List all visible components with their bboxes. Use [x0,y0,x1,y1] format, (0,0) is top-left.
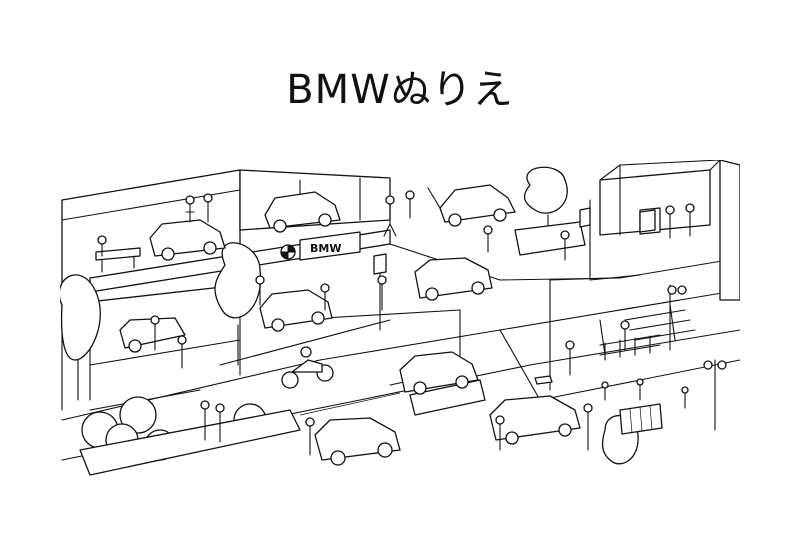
person [203,193,213,223]
tree-center [214,242,262,366]
car-showroom-upper [264,191,341,233]
car-showroom-floor [259,289,333,332]
person [560,230,570,261]
bmw-sign-text: BMW [310,242,341,255]
page-title: BMWぬりえ [286,66,514,113]
person [685,203,695,237]
person [665,205,675,239]
person [620,320,630,351]
person [565,340,575,376]
person [200,400,210,441]
person [601,381,609,401]
fence-box [619,403,663,435]
tree-left [60,274,101,401]
person [215,403,225,443]
crosswalk [599,299,696,356]
person [377,275,387,311]
people [97,190,695,456]
dog [534,375,553,385]
person [305,417,315,456]
person [383,195,397,237]
person [177,335,187,369]
guard-rail [599,334,661,361]
street-lamp [549,277,611,391]
person [483,225,493,253]
car-electric-bottom [314,417,401,466]
bus-stop-sign [639,209,656,233]
person [636,378,644,401]
person [681,386,689,409]
bmw-sign: BMW [280,231,361,261]
person [320,283,330,311]
person [97,235,107,257]
traffic-light-center [373,253,387,331]
person [405,190,415,219]
person [185,195,195,223]
car-showroom-left [149,219,226,261]
person [495,415,505,451]
car-family-bottom-right [489,395,581,445]
cafe-table [95,247,141,273]
car-convertible [414,257,493,301]
traffic-light-right [579,199,641,281]
city-street-scene: BMW [60,160,740,476]
car-street-center [399,351,479,395]
car-service [119,317,186,353]
coloring-illustration: BMW [60,160,740,490]
person [583,403,593,451]
bmw-roundel-icon [280,244,296,260]
motorcycle [281,346,334,389]
person [255,275,265,306]
car-open-trunk [427,184,516,227]
person [150,315,160,351]
traffic-light-far-right [667,284,727,431]
